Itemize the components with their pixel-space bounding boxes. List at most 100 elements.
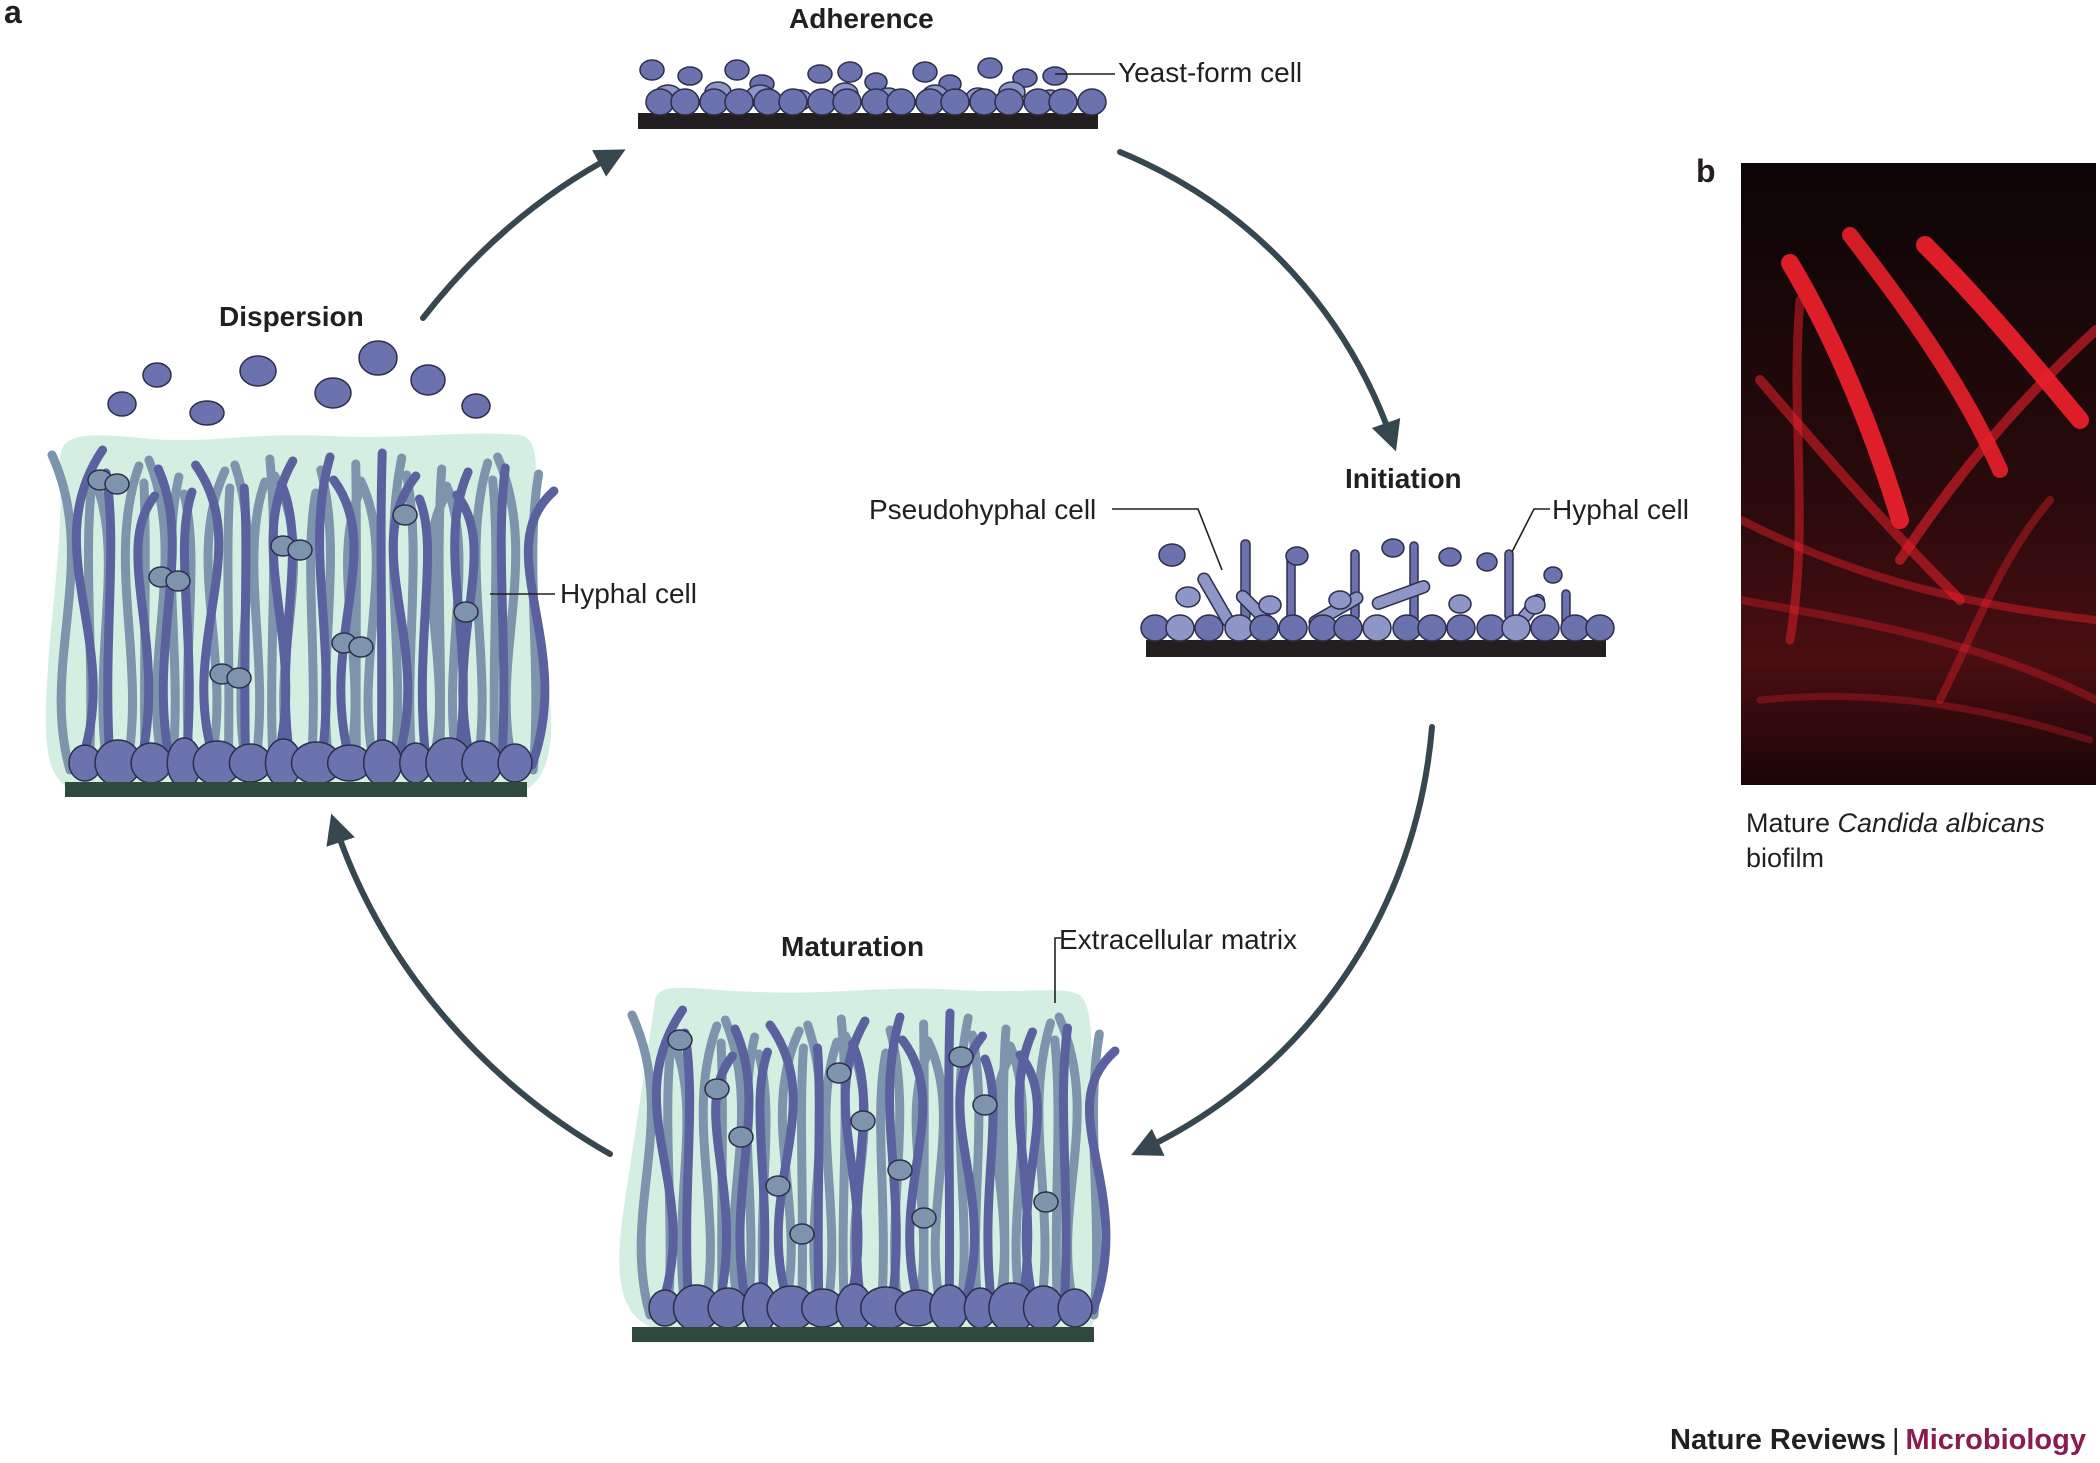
hypha	[265, 454, 279, 775]
yeast-cell	[1328, 590, 1352, 610]
hypha	[923, 1036, 948, 1320]
yeast-cell	[1077, 88, 1107, 116]
yeast-cell	[667, 1029, 693, 1051]
hypha-fluorescence	[1741, 516, 2096, 624]
substrate	[638, 113, 1098, 129]
hypha	[919, 1019, 929, 1320]
yeast-cell	[348, 636, 374, 658]
hypha-fluorescence	[1755, 375, 1965, 605]
yeast-cell	[1446, 614, 1476, 642]
hypha	[967, 1030, 984, 1320]
yeast-cell	[704, 1078, 730, 1100]
substrate	[1146, 640, 1606, 657]
dispersed-yeast-cells	[107, 340, 491, 426]
yeast-cell	[362, 739, 403, 787]
micrograph-caption: Mature Candida albicans biofilm	[1746, 806, 2086, 876]
yeast-cell	[1501, 614, 1531, 642]
yeast-cell	[912, 61, 938, 83]
yeast-cell	[1438, 547, 1462, 567]
extracellular-matrix-body	[622, 848, 660, 1006]
yeast-cell	[807, 88, 837, 116]
yeast-cell	[887, 1159, 913, 1181]
hypha	[876, 1048, 891, 1320]
yeast-cell	[461, 393, 491, 419]
yeast-cell	[189, 400, 225, 426]
hypha-fluorescence	[1916, 236, 2089, 429]
hypha	[1015, 1050, 1042, 1315]
yeast-cell	[1140, 614, 1170, 642]
caption-suffix: biofilm	[1746, 843, 1825, 874]
hypha	[120, 461, 144, 775]
yeast-cell	[392, 504, 418, 526]
yeast-cell	[1249, 614, 1279, 642]
stage-title-adherence: Adherence	[789, 3, 934, 34]
callout-leaders	[490, 73, 1550, 1003]
hypha	[755, 1047, 772, 1315]
yeast-cell	[778, 88, 808, 116]
yeast-cell	[972, 1094, 998, 1116]
callout-yeast-form-cell: Yeast-form cell	[1118, 57, 1303, 88]
yeast-cell	[677, 66, 703, 86]
yeast-cell	[886, 88, 916, 116]
yeast-cell	[1476, 552, 1498, 572]
hypha	[765, 1020, 798, 1315]
hypha-fluorescence	[1756, 692, 2094, 744]
stage-title-initiation: Initiation	[1345, 463, 1462, 494]
substrate	[632, 1327, 1094, 1342]
hypha	[980, 1054, 998, 1315]
yeast-cell	[765, 1175, 791, 1197]
yeast-cell	[1175, 586, 1201, 608]
hypha	[651, 1005, 687, 1315]
hypha	[434, 464, 447, 775]
arrow-maturation-to-dispersion	[326, 813, 613, 1157]
extracellular-matrix	[619, 830, 660, 1003]
yeast-cell	[1333, 614, 1363, 642]
hypha	[144, 455, 170, 775]
micrograph-image	[1741, 163, 2096, 785]
yeast-cell	[977, 57, 1003, 79]
hypha	[944, 1008, 955, 1315]
hypha	[1058, 1023, 1072, 1315]
hypha-fluorescence	[1781, 254, 1909, 529]
hypha	[179, 487, 197, 770]
yeast-cell	[165, 570, 191, 592]
arrow-dispersion-to-adherence	[420, 149, 626, 321]
hypha	[71, 445, 107, 770]
credit-section: Microbiology	[1905, 1424, 2086, 1456]
hypha	[523, 486, 559, 770]
yeast-cell	[911, 1207, 937, 1229]
yeast-cell	[1194, 614, 1224, 642]
hypha	[414, 494, 433, 770]
yeast-cell	[239, 355, 277, 387]
hypha	[730, 1024, 754, 1315]
hypha	[836, 1014, 850, 1320]
hypha	[315, 452, 335, 770]
hypha-fluorescence	[1842, 227, 2008, 478]
yeast-cell	[1448, 594, 1472, 614]
yeast-cell	[1362, 614, 1392, 642]
yeast-cell	[107, 391, 137, 417]
yeast-cell	[929, 1284, 969, 1332]
yeast-cell	[670, 88, 700, 116]
yeast-cell	[1158, 543, 1186, 567]
hypha	[898, 1035, 928, 1315]
extracellular-matrix	[625, 867, 645, 1000]
yeast-cell	[453, 601, 479, 623]
yeast-cell	[753, 88, 783, 116]
hypha	[153, 464, 177, 770]
yeast-cell	[969, 88, 999, 116]
arrow-adherence-to-initiation	[1117, 149, 1401, 452]
substrate	[65, 782, 527, 797]
yeast-cell	[1048, 88, 1078, 116]
yeast-cell	[130, 742, 172, 784]
cycle-arrows	[326, 149, 1435, 1157]
hypha	[191, 460, 224, 770]
callout-hyphal-cell-dispersion: Hyphal cell	[560, 578, 697, 609]
yeast-cell	[699, 88, 729, 116]
yeast-cell	[1392, 614, 1422, 642]
hypha	[223, 483, 235, 775]
yeast-cell	[1258, 595, 1282, 615]
yeast-cell	[994, 88, 1024, 116]
yeast-cell	[1476, 614, 1506, 642]
